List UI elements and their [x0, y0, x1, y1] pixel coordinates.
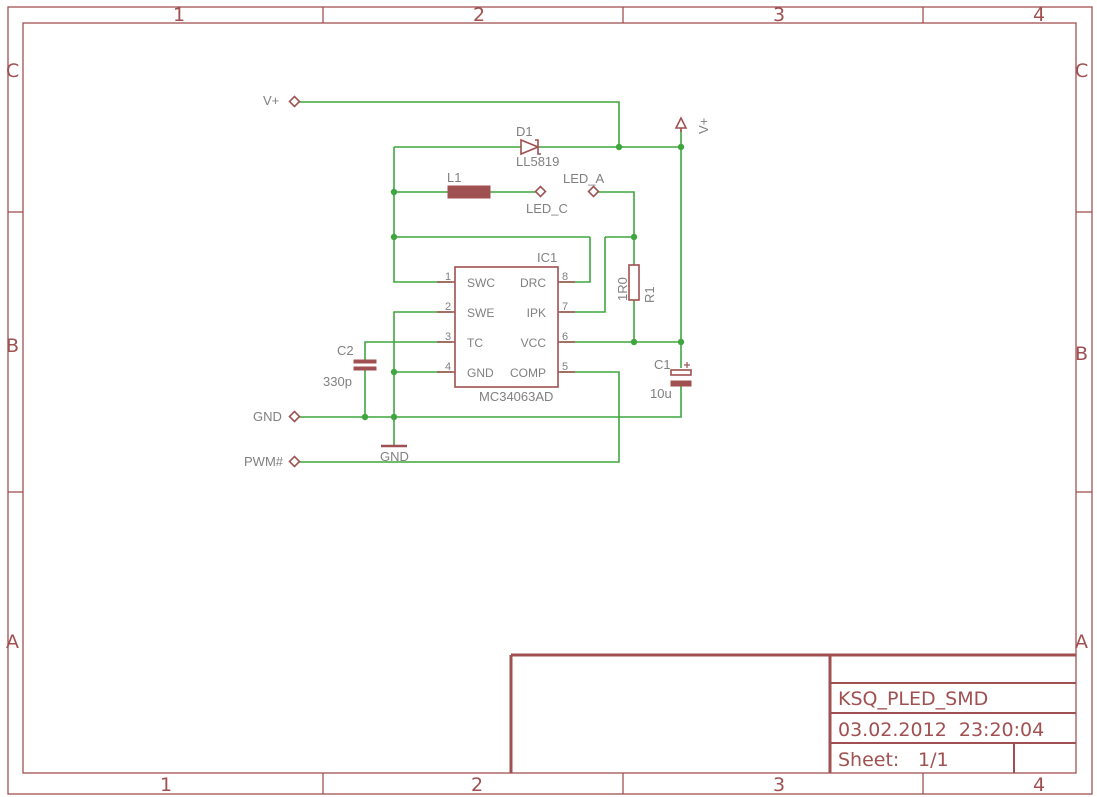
- port-gnd-label: GND: [253, 409, 282, 424]
- ic1-pin5-num: 5: [562, 361, 568, 373]
- port-led-c-label: LED_C: [526, 201, 568, 216]
- outer-border: [7, 6, 1093, 795]
- supply-gnd-label: GND: [380, 449, 409, 464]
- ic1-pin6-name: VCC: [521, 336, 547, 350]
- zone-col-bottom-3: 3: [773, 774, 785, 796]
- wires: [295, 101, 682, 463]
- ic1-pin2-num: 2: [445, 301, 451, 313]
- port-led-a: LED_A: [563, 171, 605, 198]
- zone-labels: 1 2 3 4 1 2 3 4 C B A C B A: [6, 4, 1088, 796]
- capacitor-c2: C2 330p: [323, 343, 377, 389]
- r1-value: 1R0: [615, 277, 630, 301]
- sheet-label: Sheet:: [838, 749, 899, 771]
- zone-col-top-1: 1: [173, 4, 185, 26]
- port-vplus: V+: [263, 93, 301, 108]
- ic1-mc34063: 1 2 3 4 SWC SWE TC GND 8 7 6 5 DRC IPK V…: [437, 250, 575, 404]
- port-pwm: PWM#: [244, 454, 301, 469]
- ic1-pin4-name: GND: [467, 366, 494, 380]
- d1-value: LL5819: [516, 154, 559, 169]
- zone-row-right-c: C: [1075, 60, 1088, 82]
- c1-name: C1: [654, 357, 671, 372]
- supply-vplus-label: V+: [696, 118, 711, 134]
- l1-name: L1: [447, 170, 461, 185]
- c1-value: 10u: [650, 386, 672, 401]
- supply-vplus: V+: [674, 116, 711, 134]
- ic1-pin3-name: TC: [467, 336, 483, 350]
- zone-row-left-c: C: [6, 60, 19, 82]
- r1-name: R1: [642, 286, 657, 303]
- port-gnd: GND: [253, 409, 301, 424]
- zone-col-bottom-1: 1: [160, 774, 172, 796]
- port-led-a-label: LED_A: [563, 171, 605, 186]
- port-pwm-label: PWM#: [244, 454, 284, 469]
- ic1-pin2-name: SWE: [467, 306, 494, 320]
- supply-gnd: GND: [380, 444, 409, 464]
- zone-row-left-b: B: [6, 335, 19, 357]
- ic1-value: MC34063AD: [479, 389, 553, 404]
- c2-name: C2: [337, 343, 354, 358]
- ic1-pin8-name: DRC: [520, 276, 546, 290]
- sheet-number: 1/1: [918, 749, 949, 771]
- zone-col-bottom-2: 2: [471, 774, 483, 796]
- ic1-pin3-num: 3: [445, 331, 451, 343]
- inductor-l1: L1: [447, 170, 491, 199]
- drawing-frame: [7, 6, 1093, 795]
- inner-border: [22, 22, 1077, 774]
- ic1-pin4-num: 4: [445, 361, 451, 373]
- zone-col-bottom-4: 4: [1033, 774, 1045, 796]
- ic1-pin5-name: COMP: [510, 366, 546, 380]
- d1-name: D1: [516, 124, 533, 139]
- zone-col-top-2: 2: [473, 4, 485, 26]
- c2-value: 330p: [323, 374, 352, 389]
- ic1-name: IC1: [537, 250, 557, 265]
- zone-row-right-b: B: [1075, 343, 1088, 365]
- ic1-pin7-name: IPK: [527, 306, 546, 320]
- port-vplus-label: V+: [263, 93, 279, 108]
- drawing-title: KSQ_PLED_SMD: [838, 688, 988, 710]
- ic1-pin6-num: 6: [562, 331, 568, 343]
- ic1-pin1-name: SWC: [467, 276, 495, 290]
- diode-d1: D1 LL5819: [516, 124, 559, 169]
- drawing-datetime: 03.02.2012 23:20:04: [838, 719, 1044, 741]
- ic1-pin8-num: 8: [562, 271, 568, 283]
- zone-row-left-a: A: [6, 631, 19, 653]
- zone-col-top-3: 3: [773, 4, 785, 26]
- ic1-pin7-num: 7: [562, 301, 568, 313]
- zone-col-top-4: 4: [1033, 4, 1045, 26]
- junctions: [361, 143, 685, 421]
- ic1-pin1-num: 1: [445, 271, 451, 283]
- resistor-r1: 1R0 R1: [615, 264, 657, 303]
- zone-row-right-a: A: [1075, 631, 1088, 653]
- port-led-c: LED_C: [526, 185, 568, 216]
- capacitor-c1: C1 10u: [650, 357, 692, 401]
- title-block: KSQ_PLED_SMD 03.02.2012 23:20:04 Sheet: …: [509, 653, 1076, 773]
